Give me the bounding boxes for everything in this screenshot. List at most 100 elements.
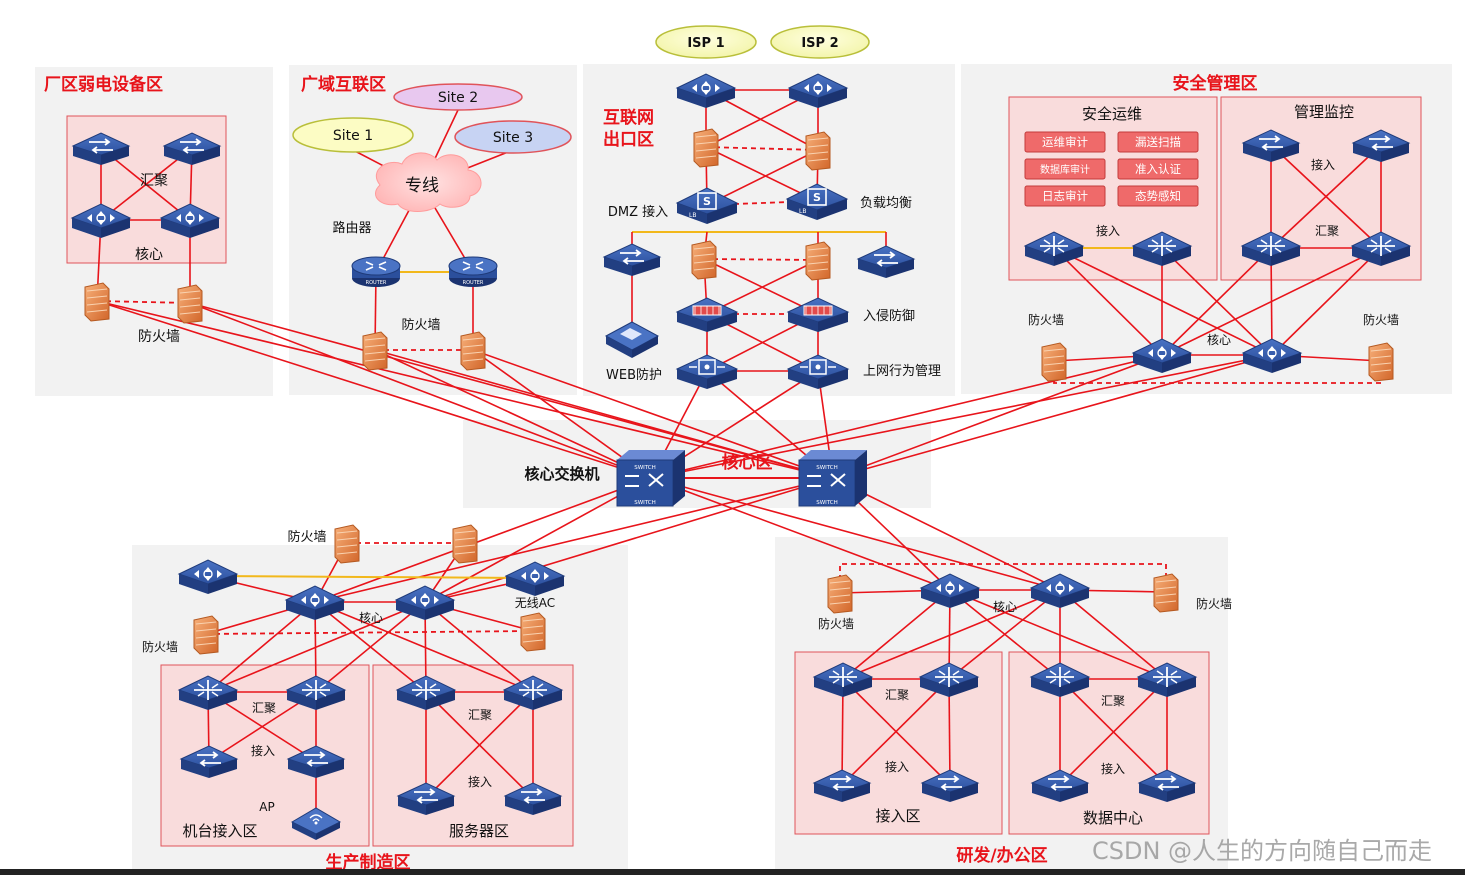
office-agg-right-label: 汇聚	[1101, 694, 1125, 708]
svg-text:S: S	[813, 191, 821, 204]
ops-item-label: 准入认证	[1135, 162, 1181, 176]
router-icon	[159, 203, 221, 238]
zone-backgrounds	[35, 64, 1452, 869]
switch-icon	[503, 782, 563, 815]
plant-fw-label: 防火墙	[138, 329, 180, 345]
prod-core-label: 核心	[359, 611, 383, 625]
firewall-icon	[452, 524, 478, 564]
link	[314, 601, 534, 693]
link	[207, 601, 316, 693]
ops-item: 漏送扫描	[1117, 131, 1199, 153]
office-access-left-label: 接入	[885, 759, 909, 774]
firewall-icon	[693, 128, 719, 168]
router-icon	[1131, 338, 1193, 373]
switch-icon	[71, 132, 131, 165]
link	[374, 349, 834, 479]
svg-text:SWITCH: SWITCH	[816, 500, 838, 506]
link	[1161, 247, 1272, 356]
web-label: WEB防护	[606, 367, 662, 383]
monitor-label: 管理监控	[1294, 103, 1354, 121]
load-balancer-icon: SLB	[675, 187, 739, 224]
link	[374, 349, 652, 479]
plant-core-label: 核心	[135, 247, 163, 263]
behavior-label: 上网行为管理	[863, 364, 941, 379]
firewall-icon	[1041, 342, 1067, 382]
access-point-icon	[290, 807, 342, 840]
l3-switch-icon	[177, 675, 239, 710]
svg-text:SWITCH: SWITCH	[634, 500, 656, 506]
prod-access-right-label: 接入	[468, 774, 492, 789]
svg-text:SWITCH: SWITCH	[816, 465, 838, 471]
switch-icon	[856, 245, 916, 278]
router-icon	[177, 559, 239, 594]
sec-fw-right-label: 防火墙	[1363, 312, 1399, 327]
link	[705, 146, 819, 151]
svg-text:S: S	[703, 195, 711, 208]
office-agg-left-label: 汇聚	[885, 688, 909, 702]
ops-items: 运维审计漏送扫描数据库审计准入认证日志审计态势感知	[1024, 131, 1199, 207]
behavior-manager-icon	[675, 354, 739, 389]
switch-icon	[179, 745, 239, 778]
link	[205, 630, 534, 635]
sec-fw-left-label: 防火墙	[1028, 312, 1064, 327]
l3-switch-icon	[502, 675, 564, 710]
office-fw-left-label: 防火墙	[818, 616, 854, 631]
cloud-leased-line: 专线	[375, 152, 482, 212]
site-1: Site 1	[292, 117, 414, 153]
access-zone-label: 接入区	[875, 807, 920, 825]
l3-switch-icon	[812, 662, 874, 697]
svg-text:LB: LB	[799, 208, 806, 215]
isp-2-label: ISP 2	[801, 36, 838, 51]
ops-item-label: 日志审计	[1042, 189, 1088, 203]
machine-zone-label: 机台接入区	[182, 822, 257, 840]
isp-1-label: ISP 1	[687, 36, 724, 51]
link	[841, 678, 950, 786]
link	[314, 477, 834, 603]
prod-ac-label: 无线AC	[515, 596, 555, 610]
link	[1059, 589, 1168, 680]
l3-switch-icon	[285, 675, 347, 710]
router-icon	[1241, 338, 1303, 373]
router-icon	[675, 73, 737, 108]
prod-agg-left-label: 汇聚	[252, 701, 276, 715]
core-switch-label: 核心交换机	[524, 465, 599, 483]
firewall-icon	[691, 240, 717, 280]
link	[842, 589, 951, 680]
link	[650, 354, 1163, 479]
l3-switch-icon	[1023, 231, 1085, 266]
ops-item-label: 态势感知	[1135, 189, 1181, 203]
link	[650, 354, 1273, 479]
switch-icon	[162, 132, 222, 165]
wan-fw-label: 防火墙	[401, 317, 440, 333]
sec-core-label: 核心	[1207, 333, 1231, 347]
link	[425, 691, 534, 799]
lb-label: 负载均衡	[860, 196, 912, 211]
link	[424, 477, 652, 603]
link	[842, 589, 1061, 680]
wan-router-label: 路由器	[332, 220, 371, 236]
ops-item: 准入认证	[1117, 158, 1199, 180]
link	[949, 589, 1168, 680]
office-zone-title: 研发/办公区	[956, 845, 1047, 866]
behavior-manager-icon	[786, 354, 850, 389]
router-icon	[787, 73, 849, 108]
firewall-icon	[334, 524, 360, 564]
dmz-label: DMZ 接入	[608, 204, 668, 220]
site-3-label: Site 3	[493, 130, 533, 146]
firewall-icon	[520, 612, 546, 652]
link	[189, 302, 652, 479]
security-zone-title: 安全管理区	[1173, 73, 1258, 94]
watermark: CSDN @人生的方向随自己而走	[1092, 837, 1432, 865]
wan-zone-title: 广域互联区	[301, 74, 386, 95]
router-icon	[70, 203, 132, 238]
cloud-label: 专线	[405, 176, 439, 196]
link	[832, 477, 1061, 591]
router-icon	[394, 585, 456, 620]
internet-zone-title-1: 互联网	[603, 108, 654, 128]
switch-icon	[920, 769, 980, 802]
link	[96, 300, 652, 479]
site-2-label: Site 2	[438, 90, 478, 106]
ops-item: 日志审计	[1024, 185, 1106, 207]
site-1-label: Site 1	[333, 128, 373, 144]
